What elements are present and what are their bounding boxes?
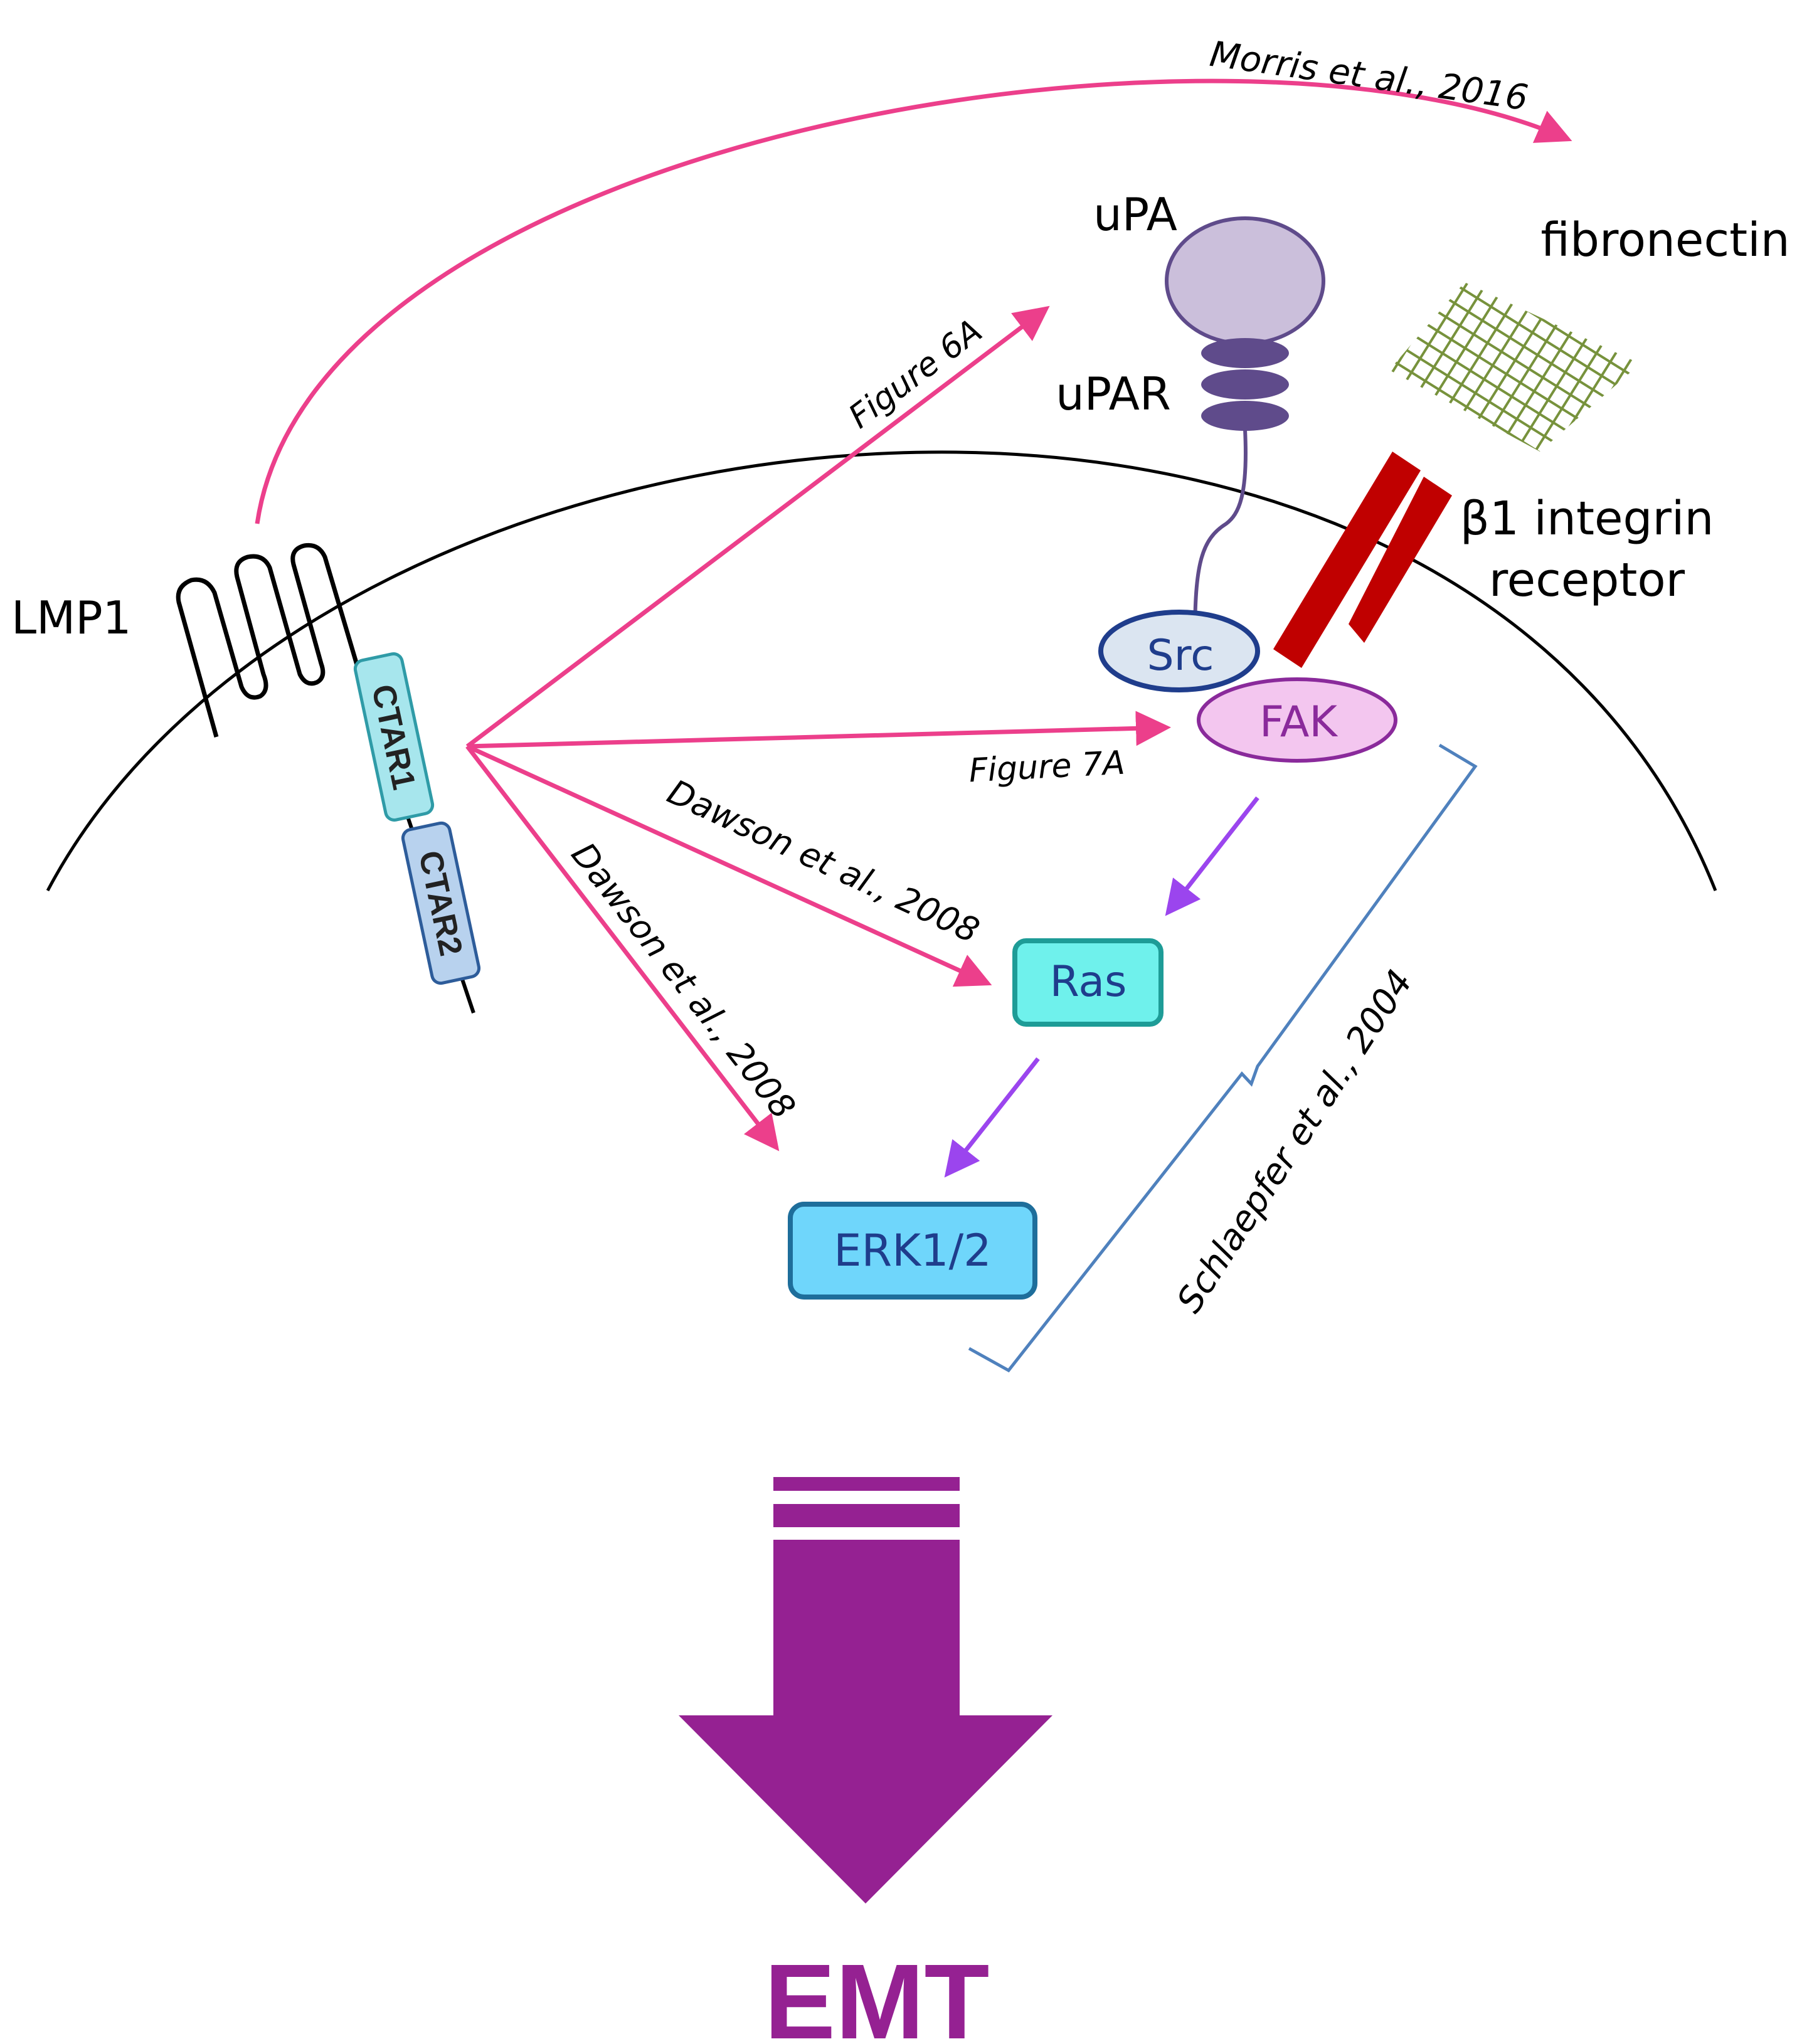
ras-label: Ras [1050, 957, 1127, 1007]
upa-shape [1165, 216, 1325, 346]
lmp1-arrows [465, 305, 1171, 1152]
figure6a-citation: Figure 6A [842, 312, 989, 437]
fibronectin-mesh [1389, 282, 1640, 452]
lmp1-label: LMP1 [11, 591, 131, 644]
emt-arrow [679, 1477, 1052, 1904]
morris-citation: Morris et al., 2016 [1207, 34, 1530, 119]
dawson-ras-citation: Dawson et al., 2008 [662, 772, 985, 951]
cell-membrane [46, 450, 1717, 892]
ctar2-domain: CTAR2 [401, 821, 481, 985]
fibronectin-label: fibronectin [1540, 213, 1789, 267]
integrin-label-line2: receptor [1489, 553, 1685, 607]
figure7a-citation: Figure 7A [968, 744, 1126, 790]
beta1-integrin-receptor [1273, 452, 1452, 668]
src-label: Src [1147, 631, 1214, 680]
fak-node [1197, 677, 1397, 763]
erk-node [788, 1202, 1037, 1300]
upa-upar-complex [1165, 216, 1325, 640]
ras-node [1012, 938, 1164, 1027]
arrow-to-fak [467, 711, 1171, 749]
ctar1-domain: CTAR1 [353, 652, 435, 822]
arrow-ras-to-erk [944, 1057, 1040, 1178]
dawson-erk-citation: Dawson et al., 2008 [564, 835, 803, 1126]
erk-label: ERK1/2 [834, 1225, 991, 1276]
schlaepfer-bracket [968, 743, 1478, 1373]
morris-arrow [255, 78, 1572, 524]
integrin-label-line1: β1 integrin [1460, 492, 1714, 546]
arrow-fak-to-ras [1165, 796, 1259, 916]
emt-label: EMT [765, 1942, 990, 2044]
arrow-to-ras [466, 744, 992, 987]
upar-label: uPAR [1056, 368, 1171, 420]
src-node [1098, 610, 1260, 692]
upa-label: uPA [1093, 188, 1177, 241]
arrow-to-erk [465, 744, 780, 1152]
fak-label: FAK [1259, 697, 1338, 747]
arrow-to-upa [465, 305, 1050, 748]
